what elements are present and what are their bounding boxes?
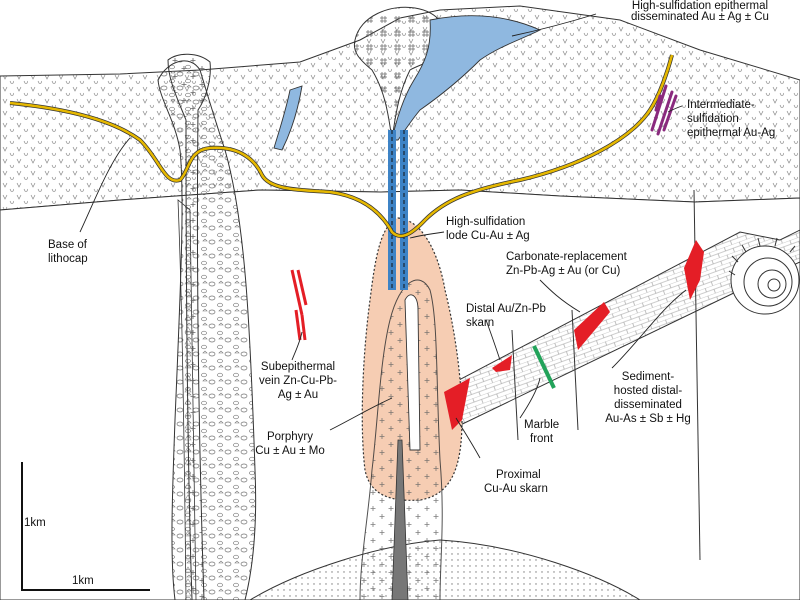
- svg-text:lithocap: lithocap: [48, 253, 88, 265]
- svg-text:Porphyry: Porphyry: [267, 431, 313, 443]
- scale-vertical-label: 1km: [24, 517, 46, 529]
- svg-text:front: front: [530, 433, 554, 445]
- label-marble-front: Marble front: [524, 419, 559, 445]
- label-proximal-skarn: Proximal Cu-Au skarn: [484, 469, 548, 495]
- svg-text:Distal Au/Zn-Pb: Distal Au/Zn-Pb: [466, 303, 546, 315]
- svg-text:Sediment-: Sediment-: [622, 371, 675, 383]
- carbonate-replacement-ore: [574, 302, 610, 350]
- svg-text:Marble: Marble: [524, 419, 559, 431]
- svg-text:lode Cu-Au ± Ag: lode Cu-Au ± Ag: [446, 230, 530, 242]
- label-porphyry: Porphyry Cu ± Au ± Mo: [255, 431, 325, 457]
- gray-dike: [391, 439, 409, 600]
- advanced-argillic-zone-left: [273, 85, 303, 151]
- base-of-lithocap-line-fill: [9, 54, 674, 238]
- marble-front-line: [532, 345, 556, 389]
- svg-text:Zn-Pb-Ag ± Au (or Cu): Zn-Pb-Ag ± Au (or Cu): [506, 265, 620, 277]
- ammonite-fossil-icon: [728, 237, 800, 315]
- label-high-sulf-lode: High-sulfidation lode Cu-Au ± Ag: [446, 216, 530, 242]
- scale-bar: [21, 462, 150, 591]
- svg-text:Ag ± Au: Ag ± Au: [278, 389, 318, 401]
- svg-text:vein Zn-Cu-Pb-: vein Zn-Cu-Pb-: [259, 375, 337, 387]
- svg-text:disseminated Au ± Ag ± Cu: disseminated Au ± Ag ± Cu: [631, 11, 769, 23]
- proximal-skarn-ore: [444, 378, 470, 430]
- carbonate-bed: [439, 229, 800, 431]
- svg-text:Au-As ± Sb ± Hg: Au-As ± Sb ± Hg: [605, 413, 691, 425]
- advanced-argillic-zone-main: [391, 15, 542, 141]
- svg-text:Subepithermal: Subepithermal: [261, 361, 335, 373]
- svg-text:Base of: Base of: [48, 239, 88, 251]
- high-sulfidation-lode: [388, 130, 408, 290]
- svg-text:disseminated: disseminated: [614, 399, 682, 411]
- subepithermal-veins: [290, 269, 308, 341]
- svg-text:Intermediate-: Intermediate-: [687, 99, 755, 111]
- sediment-hosted-ore: [684, 240, 704, 300]
- label-high-sulf-disseminated: High-sulfidation epithermal disseminated…: [631, 0, 769, 23]
- label-subepithermal-vein: Subepithermal vein Zn-Cu-Pb- Ag ± Au: [259, 361, 337, 401]
- leader-lines: [79, 13, 687, 459]
- svg-text:Cu ± Au ± Mo: Cu ± Au ± Mo: [255, 445, 325, 457]
- intermediate-sulfidation-veins: [650, 84, 678, 136]
- label-distal-skarn: Distal Au/Zn-Pb skarn: [466, 303, 546, 329]
- svg-text:High-sulfidation epithermal: High-sulfidation epithermal: [632, 0, 768, 12]
- scale-horizontal-label: 1km: [72, 575, 94, 587]
- svg-text:sulfidation: sulfidation: [687, 113, 739, 125]
- volcanic-dome: [353, 6, 449, 141]
- svg-text:Proximal: Proximal: [496, 469, 541, 481]
- fault-line-2: [571, 309, 579, 431]
- label-intermediate-sulfidation: Intermediate- sulfidation epithermal Au-…: [687, 99, 775, 139]
- svg-text:High-sulfidation: High-sulfidation: [446, 216, 525, 228]
- label-carbonate-replacement: Carbonate-replacement Zn-Pb-Ag ± Au (or …: [506, 251, 628, 277]
- label-sediment-hosted: Sediment- hosted distal- disseminated Au…: [605, 371, 691, 425]
- svg-text:Carbonate-replacement: Carbonate-replacement: [506, 251, 628, 263]
- svg-text:epithermal Au-Ag: epithermal Au-Ag: [687, 127, 775, 139]
- svg-text:skarn: skarn: [466, 317, 494, 329]
- fault-line-1: [511, 329, 519, 441]
- distal-skarn-ore: [492, 355, 512, 372]
- label-base-of-lithocap: Base of lithocap: [48, 239, 88, 265]
- porphyry-inner-dike: [404, 294, 421, 451]
- svg-text:Cu-Au skarn: Cu-Au skarn: [484, 483, 548, 495]
- dome-dike: [167, 53, 211, 600]
- svg-text:hosted distal-: hosted distal-: [614, 385, 683, 397]
